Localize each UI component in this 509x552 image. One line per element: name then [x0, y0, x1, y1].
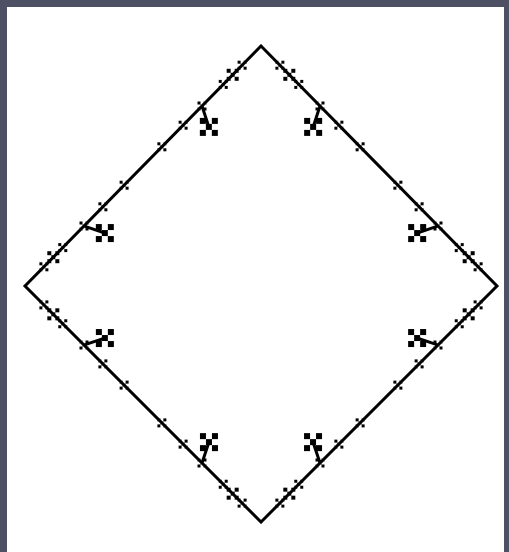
edge-top-left-small-motif-9 — [238, 61, 247, 70]
edge-bottom-right-small-motif-6 — [334, 440, 343, 449]
edge-bottom-right-small-motif-0 — [474, 300, 483, 309]
edge-bottom-right-small-motif-5 — [356, 418, 365, 427]
edge-top-right-medium-motif-0 — [283, 69, 295, 81]
edge-bottom-left-small-motif-5 — [120, 381, 129, 390]
edge-top-left-small-motif-0 — [39, 262, 48, 271]
edge-top-right-small-motif-0 — [275, 61, 284, 70]
edge-bottom-right-small-motif-8 — [294, 480, 303, 489]
edge-bottom-left-small-motif-9 — [39, 300, 48, 309]
edge-top-right-small-motif-1 — [294, 80, 303, 89]
edge-bottom-right-small-motif-9 — [275, 499, 284, 508]
edge-top-left-small-motif-8 — [219, 80, 228, 89]
edge-top-left-medium-motif-1 — [227, 69, 239, 81]
edge-bottom-left-small-motif-0 — [238, 499, 247, 508]
edge-bottom-right-small-motif-1 — [455, 319, 464, 328]
edge-bottom-left-medium-motif-1 — [47, 308, 59, 320]
edge-top-left-small-motif-5 — [157, 142, 166, 151]
edge-top-right-small-motif-5 — [393, 181, 402, 190]
diamond-outline — [25, 46, 497, 522]
edge-top-left-small-motif-1 — [58, 243, 67, 252]
edge-top-right-small-motif-4 — [356, 142, 365, 151]
edge-bottom-right-small-motif-3 — [415, 359, 424, 368]
fractal-diagram — [7, 7, 504, 552]
edge-top-right-small-motif-6 — [415, 202, 424, 211]
edge-top-right-small-motif-9 — [474, 262, 483, 271]
edge-top-right-small-motif-3 — [334, 121, 343, 130]
edge-bottom-left-small-motif-8 — [58, 319, 67, 328]
edge-bottom-right-medium-motif-1 — [283, 488, 295, 500]
edge-bottom-left-medium-motif-0 — [227, 488, 239, 500]
edge-top-left-small-motif-4 — [120, 181, 129, 190]
drawing-canvas — [7, 7, 504, 552]
edge-top-left-medium-motif-0 — [47, 251, 59, 263]
edge-bottom-left-small-motif-1 — [219, 480, 228, 489]
edge-top-right-medium-motif-1 — [463, 251, 475, 263]
edge-bottom-left-small-motif-6 — [98, 359, 107, 368]
edge-bottom-left-small-motif-3 — [179, 440, 188, 449]
edge-top-left-small-motif-3 — [98, 202, 107, 211]
edge-bottom-right-small-motif-4 — [393, 381, 402, 390]
edge-top-left-small-motif-6 — [179, 121, 188, 130]
edge-bottom-left-small-motif-4 — [157, 418, 166, 427]
edge-top-right-small-motif-8 — [455, 243, 464, 252]
edge-bottom-right-medium-motif-0 — [463, 308, 475, 320]
